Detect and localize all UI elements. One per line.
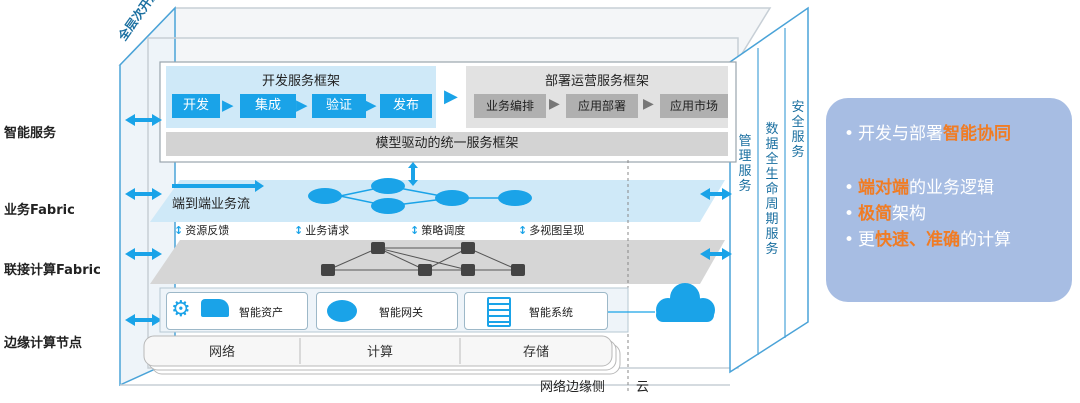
foundation-storage: 存储	[522, 345, 549, 360]
arrow-right-icon: ▶	[643, 96, 654, 112]
feature-panel: •开发与部署智能协同 •端对端的业务逻辑 •极简架构 •更快速、准确的计算	[826, 98, 1072, 302]
up-down-arrow-icon: ↕	[174, 224, 184, 237]
chip-smart-asset: ⚙ 智能资产	[166, 292, 308, 330]
dev-step-verify: 验证	[312, 94, 366, 118]
bullet-item: •更快速、准确的计算	[844, 230, 1011, 250]
bullet-item: •极简架构	[844, 204, 926, 224]
pillar-data-lifecycle: 数据全生命周期服务	[765, 122, 779, 257]
arrow-right-icon: ▶	[222, 96, 234, 114]
arrow-right-icon: ▶	[365, 96, 377, 114]
arrow-right-icon: ▶	[549, 96, 560, 112]
dev-step-integrate: 集成	[240, 94, 296, 118]
request-multiview: ↕多视图呈现	[518, 224, 585, 237]
foundation-network: 网络	[208, 345, 235, 360]
request-resource-feedback: ↕资源反馈	[174, 224, 230, 237]
router-icon	[327, 300, 357, 322]
e2e-flow-label: 端到端业务流	[172, 197, 251, 212]
up-down-arrow-icon: ↕	[410, 224, 420, 237]
bullet-item: •开发与部署智能协同	[844, 124, 1011, 144]
ops-step-deploy: 应用部署	[566, 94, 638, 118]
bullet-item: •端对端的业务逻辑	[844, 178, 994, 198]
ops-step-market: 应用市场	[660, 94, 728, 118]
foundation-compute: 计算	[366, 345, 393, 360]
label-compute-fabric: 联接计算Fabric	[4, 263, 101, 278]
request-business: ↕业务请求	[294, 224, 350, 237]
ops-step-orchestrate: 业务编排	[474, 94, 546, 118]
server-icon	[487, 297, 511, 327]
chip-smart-system: 智能系统	[464, 292, 608, 330]
label-edge-node: 边缘计算节点	[4, 336, 83, 351]
pillar-security: 安全服务	[791, 100, 805, 160]
cloud-label: 云	[636, 380, 650, 395]
up-down-arrow-icon: ↕	[294, 224, 304, 237]
label-smart-service: 智能服务	[4, 126, 57, 141]
gear-icon: ⚙	[171, 297, 191, 322]
arrow-right-icon: ▶	[444, 86, 458, 107]
request-policy: ↕策略调度	[410, 224, 466, 237]
chip-smart-gateway: 智能网关	[316, 292, 458, 330]
arrow-right-icon: ▶	[296, 96, 308, 114]
dev-step-develop: 开发	[172, 94, 220, 118]
pillar-management: 管理服务	[738, 134, 752, 194]
up-down-arrow-icon: ↕	[518, 224, 528, 237]
dev-framework-title: 开发服务框架	[261, 74, 340, 89]
edge-side-label: 网络边缘侧	[540, 380, 606, 395]
label-biz-fabric: 业务Fabric	[4, 203, 75, 218]
model-driven-bar: 模型驱动的统一服务框架	[166, 132, 728, 156]
dev-step-release: 发布	[380, 94, 432, 118]
ops-framework-title: 部署运营服务框架	[544, 74, 649, 89]
cloud-icon	[656, 283, 715, 322]
train-icon	[201, 299, 229, 317]
